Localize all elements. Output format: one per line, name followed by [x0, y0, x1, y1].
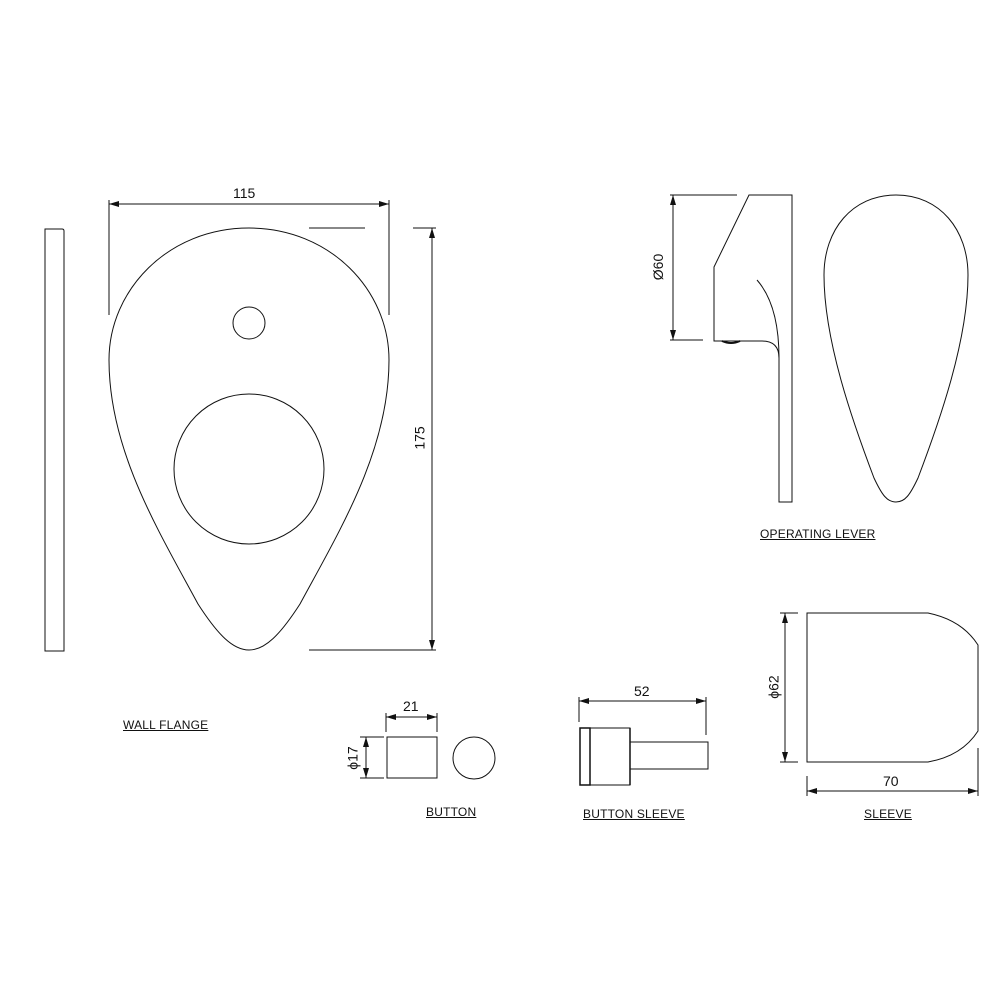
sleeve-view [806, 612, 979, 763]
wall-flange-height-dimension [309, 227, 436, 651]
sleeve-label: SLEEVE [864, 807, 912, 821]
operating-lever-front-view [823, 194, 969, 503]
button-diameter-value: ϕ17 [344, 746, 361, 770]
button-sleeve-length-dimension [578, 697, 707, 735]
button-diameter-dimension [360, 736, 384, 779]
button-length-dimension [385, 713, 438, 732]
button-sleeve-view [579, 727, 709, 786]
button-sleeve-length-value: 52 [634, 683, 650, 699]
button-side-view [386, 736, 438, 779]
button-sleeve-label: BUTTON SLEEVE [583, 807, 685, 821]
operating-lever-label: OPERATING LEVER [760, 527, 876, 541]
wall-flange-front-view [108, 227, 390, 651]
button-front-view [452, 736, 496, 780]
operating-lever-side-view [713, 194, 793, 503]
sleeve-length-dimension [806, 748, 979, 796]
sleeve-diameter-value: ϕ62 [765, 675, 782, 699]
wall-flange-height-value: 175 [411, 426, 428, 450]
sleeve-length-value: 70 [883, 773, 899, 789]
wall-flange-width-value: 115 [233, 185, 256, 201]
operating-lever-diameter-dimension [670, 194, 737, 341]
wall-flange-side-view [44, 228, 65, 652]
sleeve-diameter-dimension [780, 612, 798, 763]
button-length-value: 21 [403, 698, 419, 714]
operating-lever-diameter-value: Ø60 [650, 253, 667, 281]
wall-flange-label: WALL FLANGE [123, 718, 209, 732]
wall-flange-width-dimension [108, 200, 390, 315]
button-label: BUTTON [426, 805, 477, 819]
